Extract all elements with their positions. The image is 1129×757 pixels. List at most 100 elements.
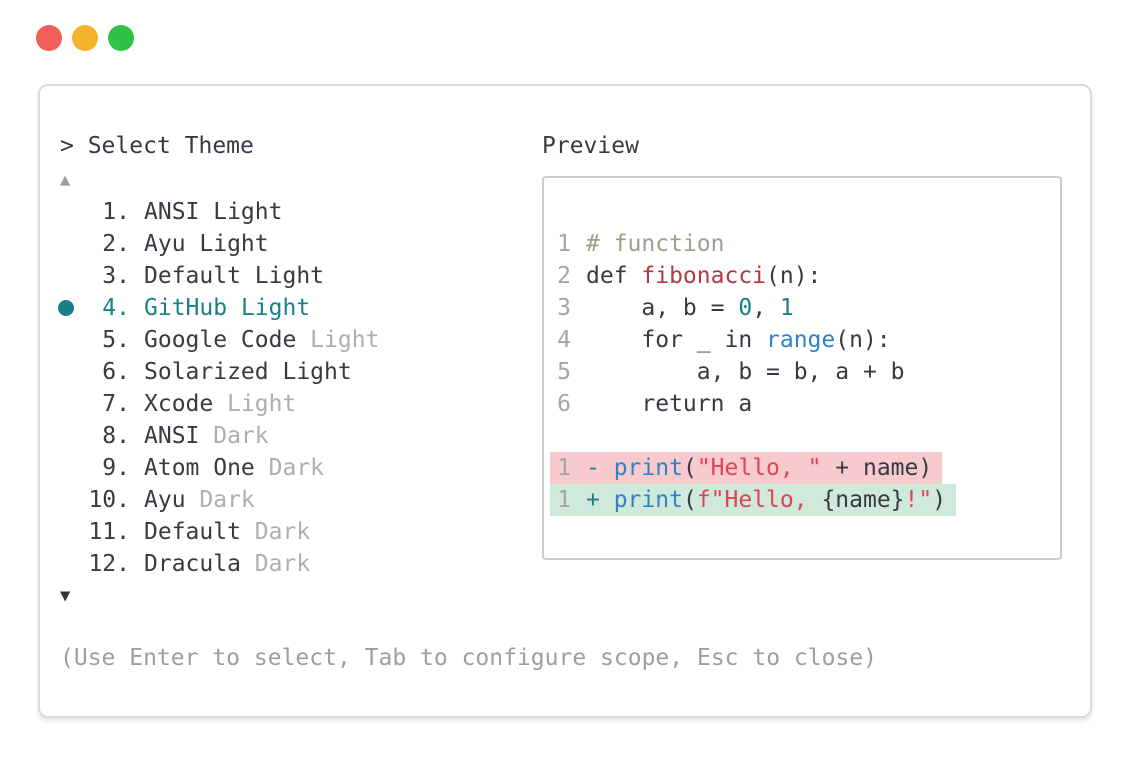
theme-list-item-4-selected[interactable]: 4. GitHub Light	[58, 292, 518, 324]
preview-label: Preview	[542, 133, 639, 159]
item-variant: Light	[227, 295, 311, 321]
line-number: 2	[557, 263, 571, 289]
item-number: 9.	[102, 455, 130, 481]
code-token-call: print	[613, 487, 683, 513]
code-token: )	[932, 487, 947, 513]
item-variant: Light	[268, 359, 352, 385]
theme-list-item-10[interactable]: 10. Ayu Dark	[58, 484, 518, 516]
code-token: a, b = b, a + b	[586, 359, 905, 385]
code-token-string: f"Hello,	[696, 487, 822, 513]
item-variant: Dark	[254, 455, 325, 481]
minimize-button[interactable]	[72, 25, 98, 51]
line-number: 4	[557, 327, 571, 353]
item-name: GitHub	[144, 295, 228, 321]
selection-marker	[58, 300, 84, 316]
item-variant: Dark	[199, 423, 269, 449]
diff-plus-sign: +	[586, 487, 614, 513]
line-number: 1	[557, 455, 571, 481]
line-number: 3	[557, 295, 571, 321]
item-name: Ayu	[144, 487, 186, 513]
item-number: 12.	[88, 551, 130, 577]
item-number: 4.	[102, 295, 130, 321]
item-variant: Dark	[240, 551, 311, 577]
code-line: 5 a, b = b, a + b	[556, 356, 1060, 388]
code-token: + name)	[821, 455, 933, 481]
item-name: Default	[144, 519, 241, 545]
blank-code-line	[556, 420, 1060, 452]
item-name: Solarized	[144, 359, 269, 385]
code-token: {name}	[821, 487, 905, 513]
scroll-down-icon[interactable]: ▼	[60, 586, 71, 606]
code-line: 6 return a	[556, 388, 1060, 420]
code-token: (n):	[835, 327, 891, 353]
item-name: ANSI	[144, 423, 200, 449]
code-line: 1# function	[556, 228, 1060, 260]
theme-list-item-8[interactable]: 8. ANSI Dark	[58, 420, 518, 452]
item-name: Ayu	[144, 231, 186, 257]
prompt-caret: >	[60, 133, 88, 159]
scroll-up-icon[interactable]: ▲	[60, 170, 71, 190]
code-token: (n):	[766, 263, 822, 289]
line-number: 6	[557, 391, 571, 417]
code-token: (	[682, 487, 697, 513]
theme-selector-panel: > Select Theme Preview ▲ 1. ANSI Light 2.…	[38, 84, 1092, 718]
item-number: 7.	[102, 391, 130, 417]
code-token: def	[586, 263, 642, 289]
item-number: 10.	[88, 487, 130, 513]
theme-list-item-3[interactable]: 3.Default Light	[58, 260, 518, 292]
code-token: a, b =	[586, 295, 739, 321]
diff-minus-sign: -	[586, 455, 614, 481]
item-name: Atom One	[144, 455, 255, 481]
item-name: ANSI	[144, 199, 200, 225]
code-token-call: range	[766, 327, 836, 353]
item-variant: Dark	[185, 487, 255, 513]
code-token-call: print	[613, 455, 683, 481]
code-token-number: 1	[779, 295, 794, 321]
diff-removed-highlight: 1- print("Hello, " + name)	[550, 452, 943, 484]
item-name: Xcode	[144, 391, 214, 417]
code-line: 3 a, b = 0, 1	[556, 292, 1060, 324]
item-number: 3.	[102, 263, 130, 289]
theme-list-item-2[interactable]: 2. Ayu Light	[58, 228, 518, 260]
select-theme-header: > Select Theme	[60, 130, 254, 162]
theme-list-item-11[interactable]: 11. Default Dark	[58, 516, 518, 548]
window-controls	[36, 25, 134, 51]
close-button[interactable]	[36, 25, 62, 51]
item-number: 6.	[102, 359, 130, 385]
diff-added-line: 1+ print(f"Hello, {name}!")	[550, 484, 1060, 516]
item-name: Dracula	[144, 551, 241, 577]
theme-list-item-7[interactable]: 7. Xcode Light	[58, 388, 518, 420]
item-name: Default	[144, 263, 241, 289]
maximize-button[interactable]	[108, 25, 134, 51]
item-variant: Light	[185, 231, 269, 257]
item-variant: Light	[213, 391, 297, 417]
selected-bullet-icon	[58, 300, 74, 316]
item-number: 2.	[102, 231, 130, 257]
line-number: 5	[557, 359, 571, 385]
item-number: 11.	[88, 519, 130, 545]
theme-list-item-12[interactable]: 12. Dracula Dark	[58, 548, 518, 580]
code-token: (	[682, 455, 697, 481]
hint-text: (Use Enter to select, Tab to configure s…	[60, 645, 877, 671]
code-token: return a	[586, 391, 753, 417]
code-token-string: "Hello, "	[696, 455, 822, 481]
code-token-number: 0	[738, 295, 753, 321]
code-line: 2 def fibonacci(n):	[556, 260, 1060, 292]
theme-list: 1. ANSI Light 2. Ayu Light 3. Default Light…	[58, 196, 518, 580]
item-number: 1.	[102, 199, 130, 225]
theme-list-item-6[interactable]: 6. Solarized Light	[58, 356, 518, 388]
item-number: 8.	[102, 423, 130, 449]
theme-list-item-1[interactable]: 1. ANSI Light	[58, 196, 518, 228]
code-token-function: fibonacci	[641, 263, 767, 289]
item-variant: Dark	[240, 519, 311, 545]
theme-list-item-5[interactable]: 5.Google Code Light	[58, 324, 518, 356]
theme-list-item-9[interactable]: 9. Atom One Dark	[58, 452, 518, 484]
item-variant: Light	[199, 199, 283, 225]
page-title: Select Theme	[87, 133, 254, 159]
diff-removed-line: 1- print("Hello, " + name)	[550, 452, 1060, 484]
code-token: ,	[752, 295, 780, 321]
item-name: Google Code	[144, 327, 297, 353]
item-number: 5.	[102, 327, 130, 353]
code-line: 4 for _ in range(n):	[556, 324, 1060, 356]
